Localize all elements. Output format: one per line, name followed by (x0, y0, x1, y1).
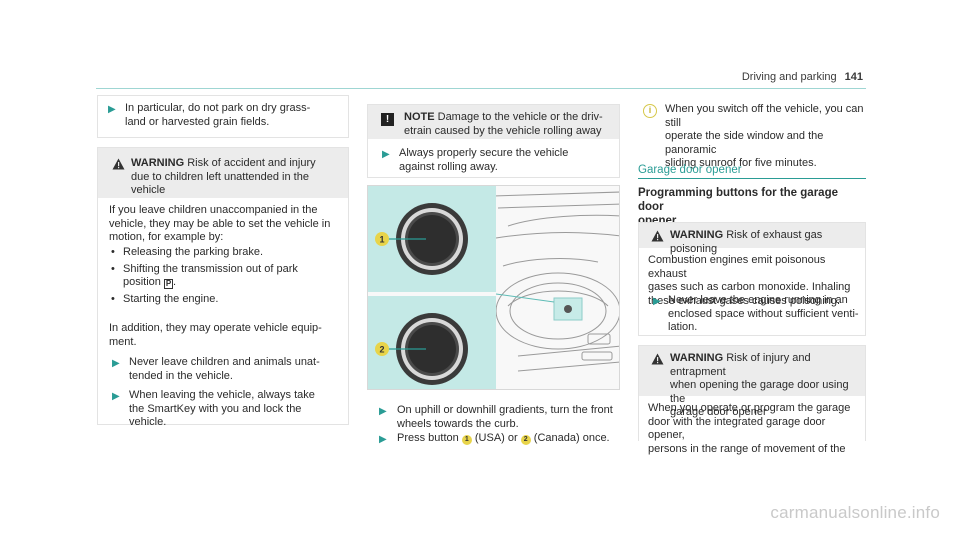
warning-triangle-icon (112, 158, 125, 170)
warning-label: WARNING (670, 229, 724, 241)
park-symbol-icon: P (163, 279, 173, 289)
warning-step-1: Never leave children and animals unat- t… (129, 356, 320, 382)
warning-addition: In addition, they may operate vehicle eq… (109, 322, 322, 348)
button-2-badge: 2 (520, 435, 531, 445)
note-exclamation-icon: ! (381, 113, 394, 126)
warning-step-2: When leaving the vehicle, always take th… (129, 389, 315, 428)
step-arrow-icon: ▶ (108, 104, 116, 115)
section-rule (638, 178, 866, 179)
figure-badge-1: 1 (379, 235, 384, 245)
note-step: Always properly secure the vehicle again… (399, 147, 569, 173)
warning-title-text: Risk of accident and injury due to child… (131, 157, 316, 196)
info-icon: i (643, 104, 657, 118)
watermark: carmanualsonline.info (770, 503, 940, 522)
warning-label: WARNING (670, 352, 724, 364)
warning-title-text: Risk of exhaust gas poisoning (670, 229, 823, 255)
entrapment-warning-body: When you operate or program the garage d… (648, 402, 851, 455)
warning-header: WARNING Risk of exhaust gas poisoning (639, 223, 865, 255)
exhaust-warning-step: Never leave the engine running in an enc… (668, 294, 859, 333)
step-arrow-icon: ▶ (112, 358, 120, 369)
bullet-item: Starting the engine. (109, 293, 347, 307)
note-title-text: Damage to the vehicle or the driv- etrai… (404, 111, 603, 137)
warning-title: WARNING Risk of injury and entrapment wh… (670, 352, 864, 420)
note-box: ! NOTE Damage to the vehicle or the driv… (367, 104, 620, 178)
bullet-item: Releasing the parking brake. (109, 246, 347, 260)
warning-intro: If you leave children unaccompanied in t… (109, 204, 331, 243)
subtitle: Programming buttons for the garage door … (638, 187, 838, 227)
note-label: NOTE (404, 111, 435, 123)
info-text: When you switch off the vehicle, you can… (665, 103, 864, 169)
dashboard-drawing: 1 2 (368, 186, 619, 389)
warning-header: WARNING Risk of accident and injury due … (98, 148, 348, 198)
warning-triangle-icon (651, 353, 664, 365)
step-arrow-icon: ▶ (112, 391, 120, 402)
header-rule (96, 88, 866, 89)
warning-title-text: Risk of injury and entrapment when openi… (670, 352, 849, 418)
section-title: Garage door opener (638, 164, 742, 176)
figure-badge-2: 2 (379, 345, 384, 355)
parking-notice-box: ▶ In particular, do not park on dry gras… (97, 95, 349, 138)
step-arrow-icon: ▶ (379, 406, 387, 417)
step-arrow-icon: ▶ (382, 149, 390, 160)
page-number: 141 (844, 71, 863, 83)
curb-step: On uphill or downhill gradients, turn th… (397, 404, 613, 430)
exhaust-warning-box: WARNING Risk of exhaust gas poisoning Co… (638, 222, 866, 336)
button-1-badge: 1 (461, 435, 472, 445)
exhaust-warning-body: Combustion engines emit poisonous exhaus… (648, 254, 851, 307)
note-header: ! NOTE Damage to the vehicle or the driv… (368, 105, 619, 139)
warning-label: WARNING (131, 157, 185, 169)
warning-title: WARNING Risk of accident and injury due … (131, 157, 346, 198)
entrapment-warning-box: WARNING Risk of injury and entrapment wh… (638, 345, 866, 455)
step-arrow-icon: ▶ (653, 296, 661, 307)
warning-triangle-icon (651, 230, 664, 242)
note-title: NOTE Damage to the vehicle or the driv- … (404, 111, 618, 138)
bullet-item: Shifting the transmission out of park po… (109, 263, 347, 290)
step-arrow-icon: ▶ (379, 434, 387, 445)
parking-notice-text: In particular, do not park on dry grass-… (125, 102, 311, 128)
dashboard-illustration: 1 2 (367, 185, 620, 390)
header-section: Driving and parking (741, 71, 837, 83)
press-button-step: Press button 1 (USA) or 2 (Canada) once. (397, 432, 610, 445)
children-warning-box: WARNING Risk of accident and injury due … (97, 147, 349, 428)
warning-bullet-list: Releasing the parking brake. Shifting th… (109, 246, 347, 306)
page-header: Driving and parking 141 (742, 71, 863, 85)
warning-header: WARNING Risk of injury and entrapment wh… (639, 346, 865, 418)
warning-title: WARNING Risk of exhaust gas poisoning (670, 229, 864, 256)
